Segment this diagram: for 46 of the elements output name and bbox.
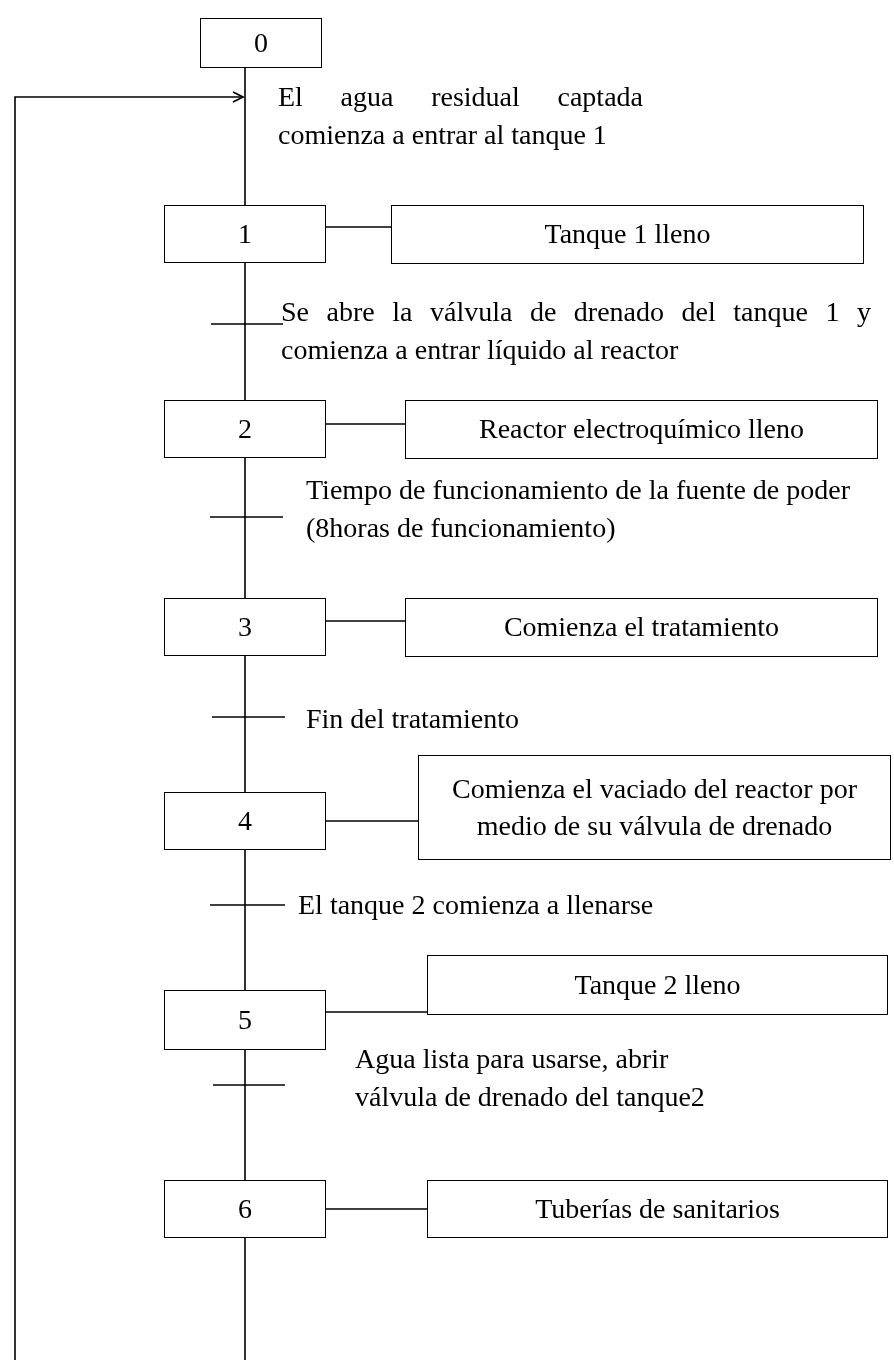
node-text: 6 bbox=[237, 1191, 253, 1226]
action-box bbox=[427, 955, 888, 1015]
transition-condition: El agua residual captada comienza a entrar al tanque 1 bbox=[278, 80, 643, 152]
connector-line bbox=[325, 1011, 428, 1013]
transition-condition: Agua lista para usarse, abrir válvula de drenado del tanque2 bbox=[355, 1042, 705, 1114]
node-text: Comienza el tratamiento bbox=[502, 610, 781, 645]
action-box bbox=[391, 205, 864, 264]
action-box bbox=[427, 1180, 888, 1238]
node-text: Tanque 1 lleno bbox=[543, 217, 712, 252]
transition-condition: Fin del tratamiento bbox=[306, 702, 521, 736]
step-box bbox=[200, 18, 322, 68]
node-text: Tuberías de sanitarios bbox=[534, 1191, 781, 1226]
node-text: 0 bbox=[253, 25, 269, 60]
node-text: 2 bbox=[237, 411, 253, 446]
transition-condition: El tanque 2 comienza a llenarse bbox=[298, 888, 655, 922]
node-text: 3 bbox=[237, 609, 253, 644]
step-box bbox=[164, 792, 326, 850]
connector-line bbox=[325, 1208, 428, 1210]
connector-line bbox=[244, 457, 246, 599]
step-box bbox=[164, 205, 326, 263]
connector-line bbox=[244, 655, 246, 793]
connector-line bbox=[244, 849, 246, 991]
connector-line bbox=[325, 226, 392, 228]
action-box bbox=[405, 598, 878, 657]
connector-line bbox=[244, 262, 246, 401]
node-text: Comienza el vaciado del reactor por medio de su válvula de drenado bbox=[451, 772, 858, 843]
connector-line bbox=[244, 1049, 246, 1181]
arrow bbox=[14, 91, 244, 1361]
step-box bbox=[164, 598, 326, 656]
transition-condition: Tiempo de funcionamiento de la fuente de poder (8horas de funcionamiento) bbox=[306, 473, 852, 545]
connector-line bbox=[325, 620, 406, 622]
transition-condition: Se abre la válvula de drenado del tanque 1 y comienza a entrar líquido al reactor bbox=[281, 295, 871, 367]
connector-line bbox=[244, 67, 246, 206]
connector-line bbox=[244, 1237, 246, 1361]
action-box bbox=[405, 400, 878, 459]
node-text: 4 bbox=[237, 803, 253, 838]
node-text: 5 bbox=[237, 1002, 253, 1037]
connector-line bbox=[325, 820, 419, 822]
step-box bbox=[164, 1180, 326, 1238]
action-box bbox=[418, 755, 891, 860]
step-box bbox=[164, 990, 326, 1050]
step-box bbox=[164, 400, 326, 458]
node-text: Tanque 2 lleno bbox=[573, 967, 742, 1002]
node-text: 1 bbox=[237, 216, 253, 251]
connector-line bbox=[325, 423, 406, 425]
node-text: Reactor electroquímico lleno bbox=[478, 412, 805, 447]
